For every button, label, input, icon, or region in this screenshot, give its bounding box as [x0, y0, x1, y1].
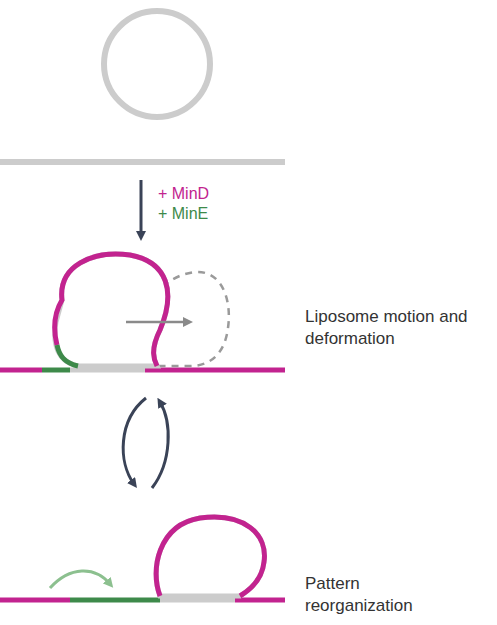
membrane [0, 159, 285, 165]
protein-label: + MinD [158, 184, 248, 205]
step-label: Pattern reorganization [305, 573, 455, 617]
cycle-arrow [123, 398, 146, 484]
liposome [104, 11, 210, 117]
step-label: Liposome motion and deformation [305, 306, 473, 350]
addition-arrow [140, 180, 143, 236]
cycle-arrow [152, 402, 168, 488]
protein-label: + MinE [158, 204, 248, 225]
bottom-state [0, 517, 285, 600]
middle-state [0, 254, 285, 370]
